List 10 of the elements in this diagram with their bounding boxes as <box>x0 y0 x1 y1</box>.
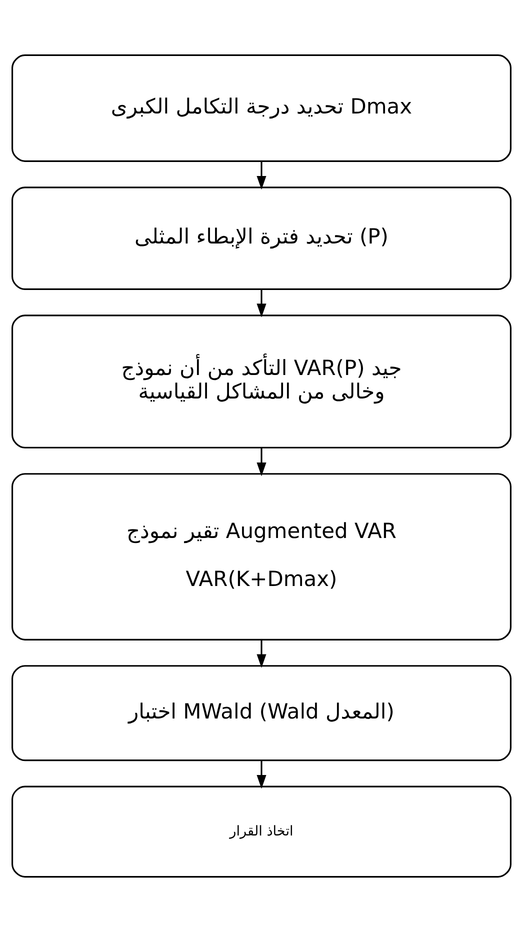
arrow <box>256 760 266 788</box>
arrow <box>256 289 266 317</box>
node-box: التأكد من أن نموذج VAR(P) جيد وخالى من المشاكل القياسية <box>12 314 512 448</box>
arrow <box>256 448 266 476</box>
arrow <box>256 160 266 190</box>
node-box: اختبار MWald (Wald المعدل) <box>12 664 512 761</box>
node-box: اتخاذ القرار <box>12 785 512 878</box>
node-box: تحديد فترة الإبطاء المثلى (P) <box>12 186 512 290</box>
arrow <box>256 639 266 668</box>
node-box: تحديد درجة التكامل الكبرى Dmax <box>12 54 512 162</box>
